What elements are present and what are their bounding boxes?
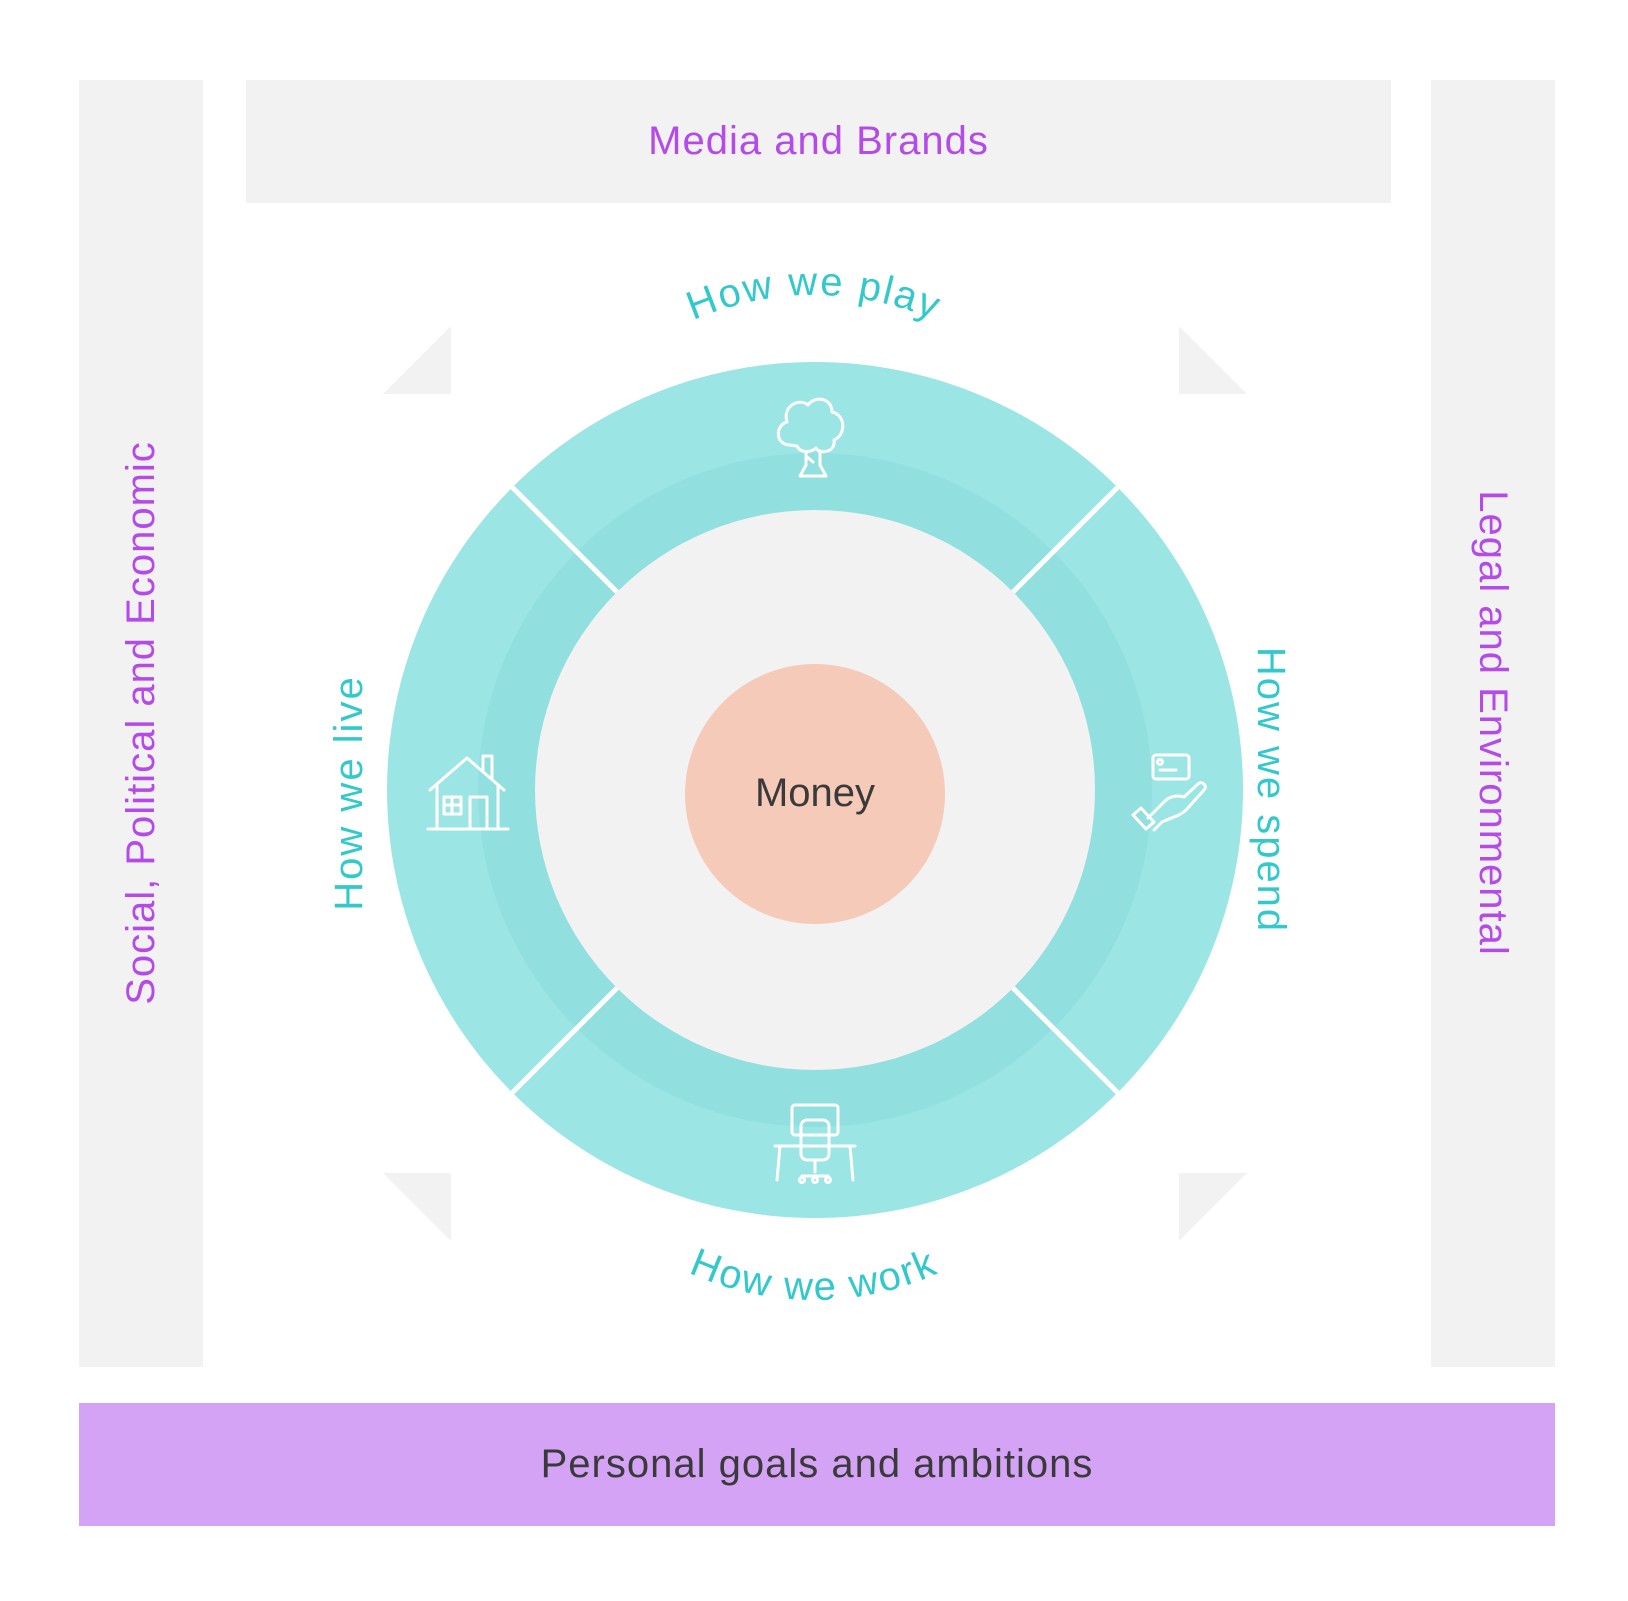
- media-brands-label: Media and Brands: [648, 119, 989, 163]
- personal-goals-bar: [79, 1403, 1555, 1526]
- personal-goals-label: Personal goals and ambitions: [540, 1442, 1094, 1486]
- tree-icon: [776, 397, 845, 478]
- corner-triangle-top-right: [1179, 326, 1247, 394]
- corner-triangle-bottom-left: [383, 1173, 451, 1241]
- corner-triangle-bottom-right: [1179, 1173, 1247, 1241]
- money-label: Money: [755, 771, 875, 815]
- legal-environmental-panel: [1431, 80, 1555, 1367]
- how-we-play-label: How we play: [680, 260, 947, 329]
- desk-chair-icon: [773, 1103, 857, 1184]
- ring-dividers: [508, 483, 1122, 1097]
- social-political-panel: [79, 80, 203, 1367]
- corner-triangle-top-left: [383, 326, 451, 394]
- media-brands-panel: [246, 80, 1391, 203]
- money-circle: [685, 664, 945, 924]
- how-we-work-label: How we work: [685, 1240, 944, 1309]
- how-we-spend-label: How we spend: [1249, 647, 1293, 933]
- how-we-live-label: How we live: [327, 675, 371, 910]
- house-icon: [426, 754, 510, 831]
- hand-card-icon: [1131, 753, 1207, 832]
